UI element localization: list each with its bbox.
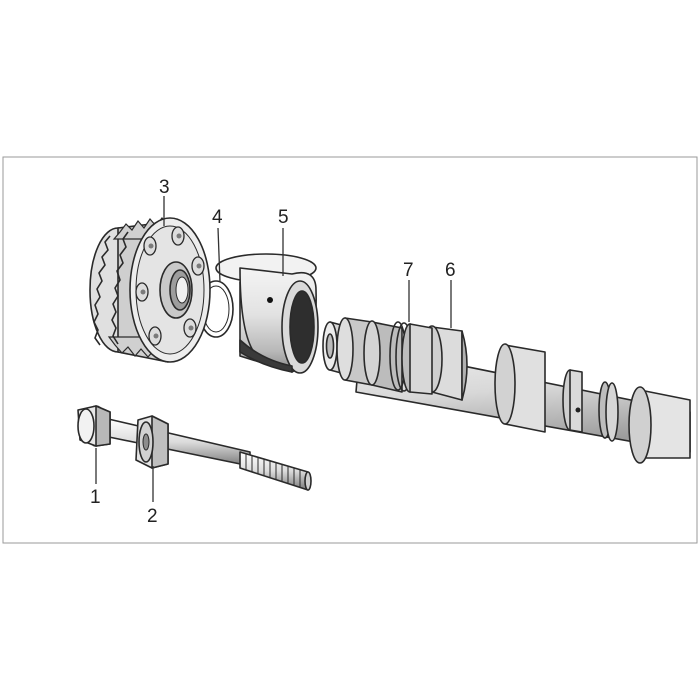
sleeve-bushing [215,253,319,374]
callout-7: 7 [403,260,414,281]
central-bolt [77,405,312,491]
callout-1: 1 [90,487,101,508]
callout-5: 5 [278,207,289,228]
callout-4: 4 [212,207,223,228]
callout-3: 3 [159,177,170,198]
washer [135,415,169,469]
camshaft [322,317,691,464]
callout-2: 2 [147,506,158,527]
callout-6: 6 [445,260,456,281]
cam-phaser-sprocket [89,217,211,363]
diagram-frame [2,156,698,544]
leader-lines [95,196,452,502]
